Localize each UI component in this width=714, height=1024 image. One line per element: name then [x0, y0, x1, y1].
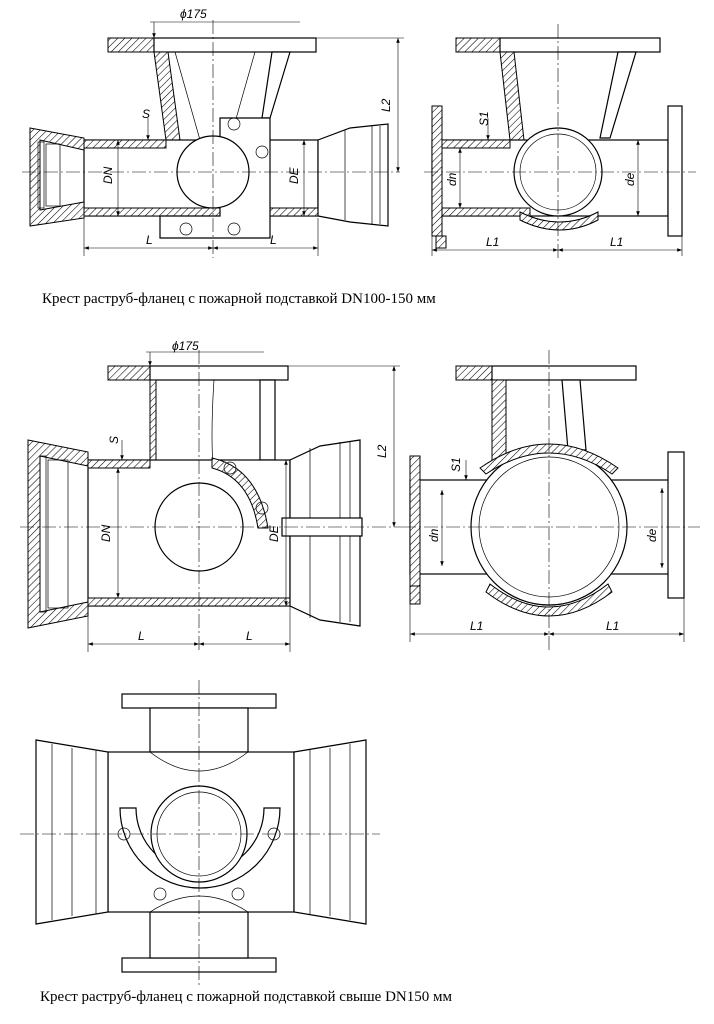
dim-de: de	[623, 172, 637, 186]
dim-L1-right-large: L1	[606, 619, 619, 633]
drawing-outside-view	[20, 680, 380, 985]
dim-DE-large: DE	[267, 524, 281, 542]
dim-S1-large: S1	[449, 457, 463, 472]
dim-d175: ϕ175	[180, 7, 207, 21]
dim-L-right-large: L	[246, 629, 253, 643]
dim-d175-large: ϕ175	[172, 339, 199, 353]
dim-L-left-large: L	[138, 629, 145, 643]
dim-L1-left-large: L1	[470, 619, 483, 633]
dim-DN-large: DN	[99, 524, 113, 542]
dim-dn: dn	[445, 172, 459, 186]
dimension-labels-drawing-2: S1 dn de L1 L1	[445, 111, 637, 249]
caption-small-cross: Крест раструб-фланец с пожарной подставк…	[42, 291, 436, 307]
dim-L2: L2	[379, 98, 393, 112]
caption-large-cross: Крест раструб-фланец с пожарной подставк…	[40, 989, 452, 1005]
dimension-labels-drawing-3: ϕ175 S DN DE L2 L L	[99, 339, 389, 643]
drawing-side-section-small	[424, 24, 696, 260]
dimension-labels-drawing-4: S1 dn de L1 L1	[427, 457, 659, 633]
dimension-labels-drawing-1: ϕ175 S DN DE L2 L L	[101, 7, 393, 247]
dim-L-right: L	[270, 233, 277, 247]
dim-S-large: S	[107, 436, 121, 444]
dim-S1: S1	[477, 111, 491, 126]
dim-L1-left: L1	[486, 235, 499, 249]
dim-L-left: L	[146, 233, 153, 247]
dim-DE: DE	[287, 166, 301, 184]
dim-L1-right: L1	[610, 235, 623, 249]
dim-dn-large: dn	[427, 528, 441, 542]
drawing-front-section-large	[20, 350, 402, 652]
drawing-front-section-small	[22, 20, 404, 258]
dim-de-large: de	[645, 528, 659, 542]
dim-DN: DN	[101, 166, 115, 184]
dim-L2-large: L2	[375, 444, 389, 458]
drawing-side-section-large	[402, 350, 700, 652]
dim-S: S	[142, 107, 150, 121]
